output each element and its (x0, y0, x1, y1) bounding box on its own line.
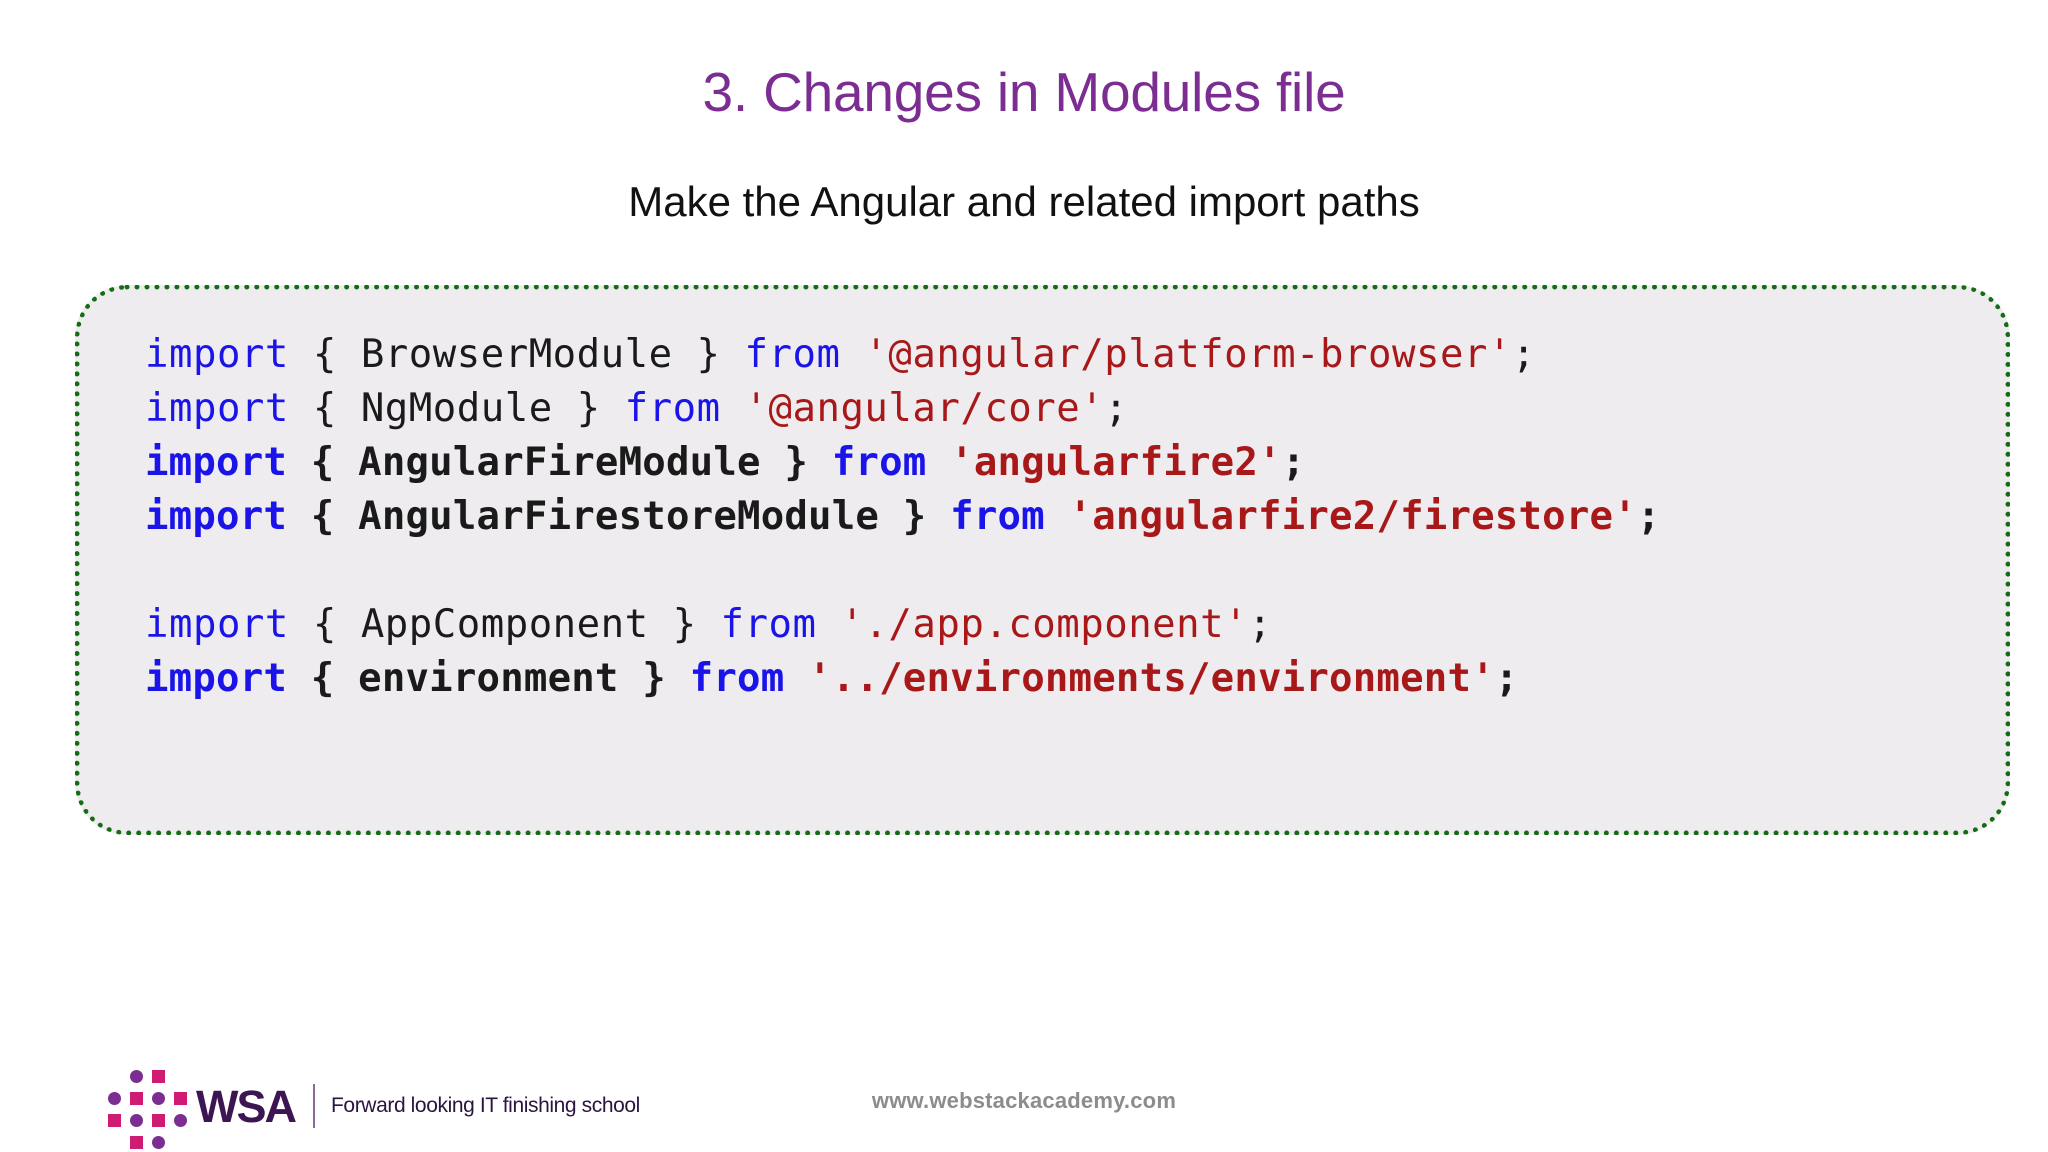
code-token-plain: { AngularFirestoreModule } (287, 494, 951, 539)
code-token-str: './app.component' (840, 602, 1249, 647)
code-token-plain: ; (1281, 440, 1306, 485)
code-token-plain: ; (1104, 386, 1129, 431)
code-token-plain (840, 332, 864, 377)
code-token-kw: import (145, 440, 288, 485)
slide-footer: WSA Forward looking IT finishing school … (0, 1060, 2048, 1152)
code-token-plain: ; (1494, 656, 1519, 701)
code-token-plain (1045, 494, 1069, 539)
code-token-plain: { NgModule } (288, 386, 625, 431)
code-token-plain (926, 440, 950, 485)
code-token-plain: { AppComponent } (288, 602, 721, 647)
code-token-plain: ; (1636, 494, 1661, 539)
code-token-plain: { BrowserModule } (288, 332, 745, 377)
code-token-plain (816, 602, 840, 647)
code-line: import { AngularFirestoreModule } from '… (145, 490, 1985, 544)
code-token-kw: from (831, 440, 927, 485)
code-token-plain: ; (1248, 602, 1273, 647)
code-token-str: '@angular/core' (744, 386, 1105, 431)
footer-website-url: www.webstackacademy.com (871, 1088, 1177, 1113)
code-token-plain: { AngularFireModule } (287, 440, 832, 485)
code-token-kw: from (720, 602, 817, 647)
code-token-kw: from (950, 494, 1045, 539)
code-token-str: 'angularfire2' (950, 440, 1282, 485)
wsa-logo-tagline: Forward looking IT finishing school (331, 1094, 640, 1117)
code-line: import { environment } from '../environm… (145, 652, 1985, 706)
code-lines-container: import { BrowserModule } from '@angular/… (145, 328, 1985, 706)
code-token-kw: from (624, 386, 721, 431)
code-token-str: 'angularfire2/firestore' (1068, 494, 1637, 539)
code-line: import { AppComponent } from './app.comp… (145, 598, 1985, 652)
wsa-logo: WSA Forward looking IT finishing school (100, 1069, 640, 1149)
logo-divider (313, 1084, 315, 1128)
wsa-logo-wordmark: WSA (196, 1080, 297, 1132)
code-line: import { BrowserModule } from '@angular/… (145, 328, 1985, 382)
code-token-plain: ; (1511, 332, 1536, 377)
page-title: 3. Changes in Modules file (702, 61, 1346, 123)
wsa-logo-mark-icon (100, 1069, 187, 1149)
code-token-str: '../environments/environment' (808, 656, 1495, 701)
page-subtitle: Make the Angular and related import path… (628, 178, 1420, 225)
code-token-kw: import (145, 494, 288, 539)
code-token-plain: { environment } (287, 656, 690, 701)
code-line: import { AngularFireModule } from 'angul… (145, 436, 1985, 490)
code-line: import { NgModule } from '@angular/core'… (145, 382, 1985, 436)
code-token-kw: import (145, 602, 289, 647)
code-token-str: '@angular/platform-browser' (864, 332, 1512, 377)
code-token-kw: import (145, 386, 289, 431)
code-token-kw: from (689, 656, 785, 701)
code-token-plain (784, 656, 808, 701)
code-block-panel: import { BrowserModule } from '@angular/… (75, 285, 2010, 835)
code-token-plain (721, 386, 745, 431)
code-token-kw: import (145, 332, 289, 377)
code-token-kw: from (744, 332, 841, 377)
code-token-kw: import (145, 656, 288, 701)
code-line (145, 544, 1985, 598)
